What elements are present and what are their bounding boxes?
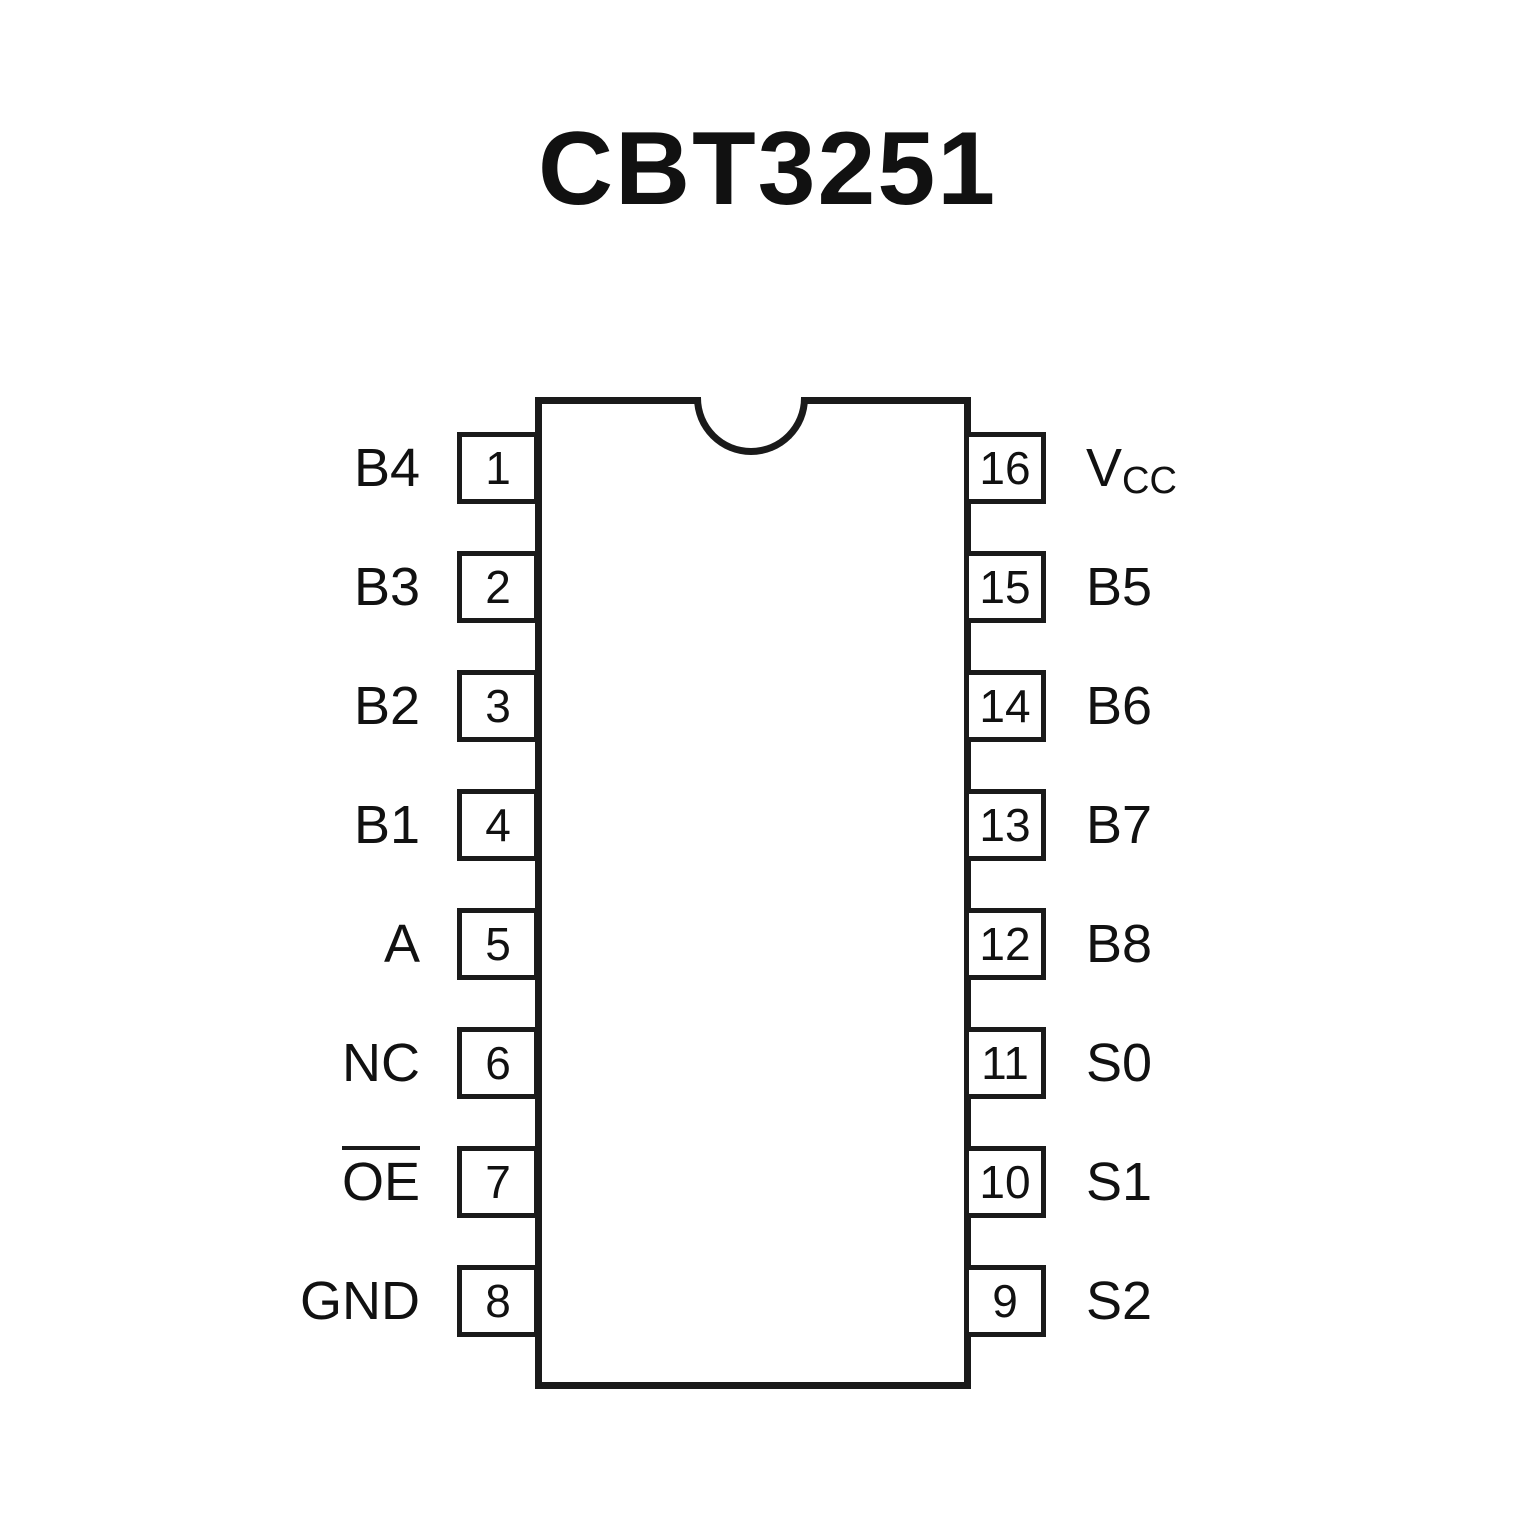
pin-label-text: S1 — [1086, 1152, 1153, 1212]
pin-box-left: 3 — [457, 670, 539, 742]
pin-number: 16 — [979, 442, 1031, 494]
pin-label-right: S0 — [1086, 1027, 1446, 1105]
pin-label-right: B8 — [1086, 908, 1446, 986]
pin-box-right: 12 — [964, 908, 1046, 980]
pin-label-text: S2 — [1086, 1271, 1153, 1331]
pin-box-right: 15 — [964, 551, 1046, 623]
pin-label-right: B7 — [1086, 789, 1446, 867]
pin-number: 12 — [979, 918, 1031, 970]
pin-label-right: VCC — [1086, 432, 1446, 510]
pin-label-left: OE — [0, 1146, 420, 1218]
pin-row: B1 4 13 B7 — [0, 789, 1535, 861]
pin-label-right: S1 — [1086, 1146, 1446, 1224]
pin-number: 1 — [485, 442, 511, 494]
pin-number: 2 — [485, 561, 511, 613]
pin-row: NC 6 11 S0 — [0, 1027, 1535, 1099]
pin-label-text: GND — [300, 1271, 420, 1331]
pin-label-text: B7 — [1086, 795, 1153, 855]
pin-box-right: 9 — [964, 1265, 1046, 1337]
pin-label-text: B1 — [353, 795, 420, 855]
pin-label-text: S0 — [1086, 1033, 1153, 1093]
pin-label-text: A — [383, 914, 420, 974]
pin-box-left: 2 — [457, 551, 539, 623]
pin-number: 14 — [979, 680, 1031, 732]
pin-row: GND 8 9 S2 — [0, 1265, 1535, 1337]
pin-label-left: B1 — [0, 789, 420, 861]
pin-label-left: B2 — [0, 670, 420, 742]
pin-label-text: OE — [341, 1146, 420, 1211]
pin-number: 11 — [981, 1037, 1029, 1089]
pin-label-text: B4 — [353, 438, 420, 498]
pin-number: 13 — [979, 799, 1031, 851]
pin-number: 4 — [485, 799, 511, 851]
pin-number: 15 — [979, 561, 1031, 613]
pin-box-left: 1 — [457, 432, 539, 504]
pin-row: B3 2 15 B5 — [0, 551, 1535, 623]
pin-box-left: 4 — [457, 789, 539, 861]
pin-label-left: GND — [0, 1265, 420, 1337]
pin-label-left: NC — [0, 1027, 420, 1099]
pin-box-left: 6 — [457, 1027, 539, 1099]
pin-label-left: B3 — [0, 551, 420, 623]
pin-label-text: B3 — [353, 557, 420, 617]
pin-label-text: B8 — [1086, 914, 1153, 974]
pin-box-right: 13 — [964, 789, 1046, 861]
pin-row: OE 7 10 S1 — [0, 1146, 1535, 1218]
pin-box-left: 7 — [457, 1146, 539, 1218]
pin-number: 3 — [485, 680, 511, 732]
pin-row: B2 3 14 B6 — [0, 670, 1535, 742]
pin-label-text: NC — [342, 1033, 420, 1093]
pin-box-left: 8 — [457, 1265, 539, 1337]
pin-number: 10 — [979, 1156, 1031, 1208]
pin-label-text: B6 — [1086, 676, 1153, 736]
pin-label-left: A — [0, 908, 420, 980]
pin-label-text: V — [1086, 438, 1123, 498]
pin-label-right: B5 — [1086, 551, 1446, 629]
pin-box-right: 10 — [964, 1146, 1046, 1218]
pin-label-subscript: CC — [1122, 460, 1177, 502]
pin-label-right: B6 — [1086, 670, 1446, 748]
pin-number: 5 — [485, 918, 511, 970]
pin-box-right: 16 — [964, 432, 1046, 504]
pin-box-right: 11 — [964, 1027, 1046, 1099]
pin-number: 6 — [485, 1037, 511, 1089]
pin-number: 8 — [485, 1275, 511, 1327]
pin-row: A 5 12 B8 — [0, 908, 1535, 980]
pin-label-right: S2 — [1086, 1265, 1446, 1343]
pin-number: 9 — [992, 1275, 1018, 1327]
pin-label-text: B5 — [1086, 557, 1153, 617]
pin-box-right: 14 — [964, 670, 1046, 742]
pin-row: B4 1 16 VCC — [0, 432, 1535, 504]
pin-box-left: 5 — [457, 908, 539, 980]
chip-title: CBT3251 — [537, 111, 998, 227]
pin-label-left: B4 — [0, 432, 420, 504]
pin-label-text: B2 — [353, 676, 420, 736]
pin-number: 7 — [485, 1156, 511, 1208]
chip-body — [535, 397, 971, 1389]
